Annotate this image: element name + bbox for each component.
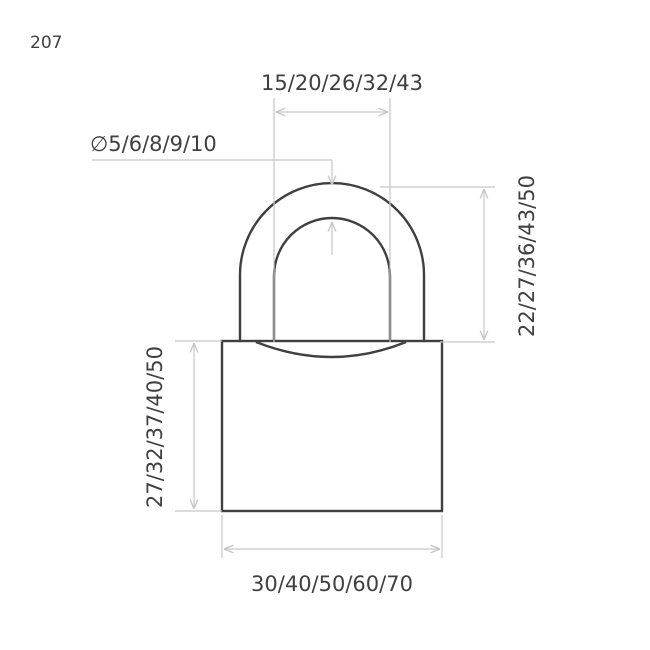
dimension-lines	[92, 98, 495, 558]
shackle-diameter-label: ∅5/6/8/9/10	[90, 132, 217, 156]
body-width-label: 30/40/50/60/70	[251, 572, 413, 596]
shackle-inner-width-label: 15/20/26/32/43	[261, 71, 423, 95]
shackle-inner	[272, 216, 392, 342]
body-height-label: 27/32/37/40/50	[143, 346, 167, 508]
body-recess-curve	[255, 340, 407, 359]
shackle-outer	[238, 181, 426, 342]
lock-body	[220, 339, 444, 513]
model-number: 207	[30, 33, 62, 53]
shackle-clearance-height-label: 22/27/36/43/50	[515, 175, 539, 337]
